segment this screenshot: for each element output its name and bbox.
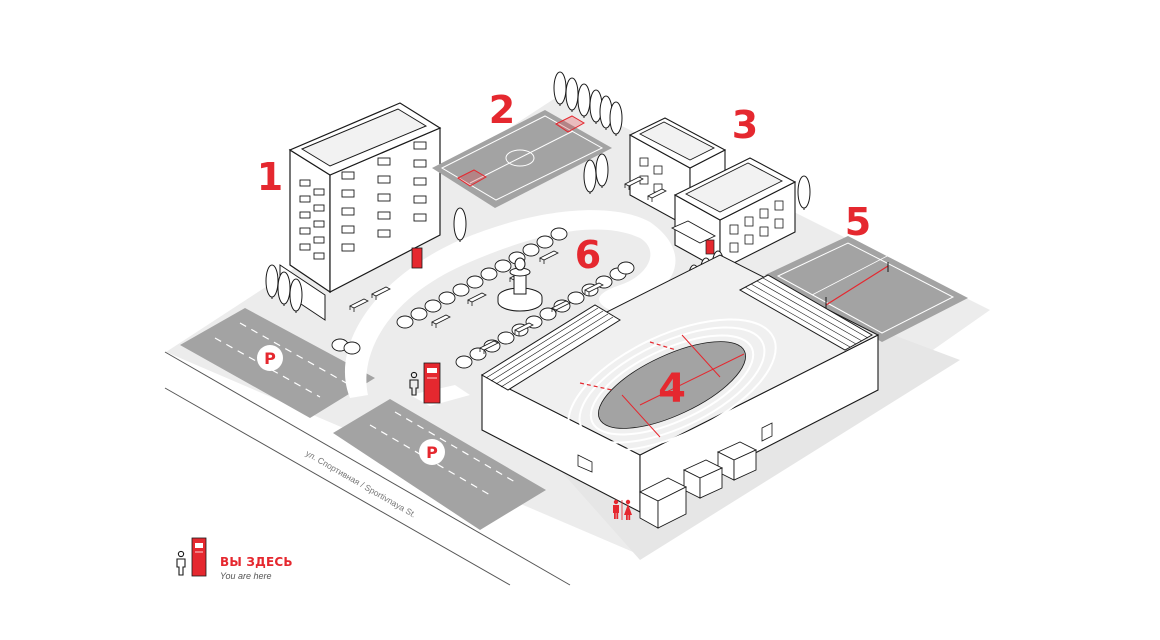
zone-number-4: 4 <box>658 366 686 412</box>
street <box>164 351 571 586</box>
fountain <box>497 257 543 312</box>
parking-marker <box>419 439 445 465</box>
kiosks <box>638 441 758 529</box>
zone-number-2: 2 <box>489 88 515 132</box>
you-are-here-marker <box>409 362 441 404</box>
legend-subtitle: You are here <box>220 571 272 581</box>
building-1 <box>279 102 442 321</box>
legend-title: ВЫ ЗДЕСЬ <box>220 555 293 569</box>
zone-number-3: 3 <box>732 103 758 147</box>
map-legend: ВЫ ЗДЕСЬ You are here <box>172 536 312 588</box>
zone-number-5: 5 <box>845 200 871 244</box>
building-3 <box>628 117 811 271</box>
you-are-here-sign-icon <box>176 537 207 577</box>
parking-lot-upper: P <box>180 308 375 418</box>
stadium <box>480 254 880 513</box>
plaza <box>331 176 667 369</box>
parking-lot-lower: P <box>333 399 546 530</box>
tennis-court <box>765 236 968 342</box>
parking-symbol: P <box>264 349 276 368</box>
restroom-icon <box>613 499 632 520</box>
parking-symbol: P <box>426 443 438 462</box>
zone-number-1: 1 <box>257 155 283 199</box>
football-pitch <box>432 110 612 208</box>
zone-number-6: 6 <box>575 233 601 277</box>
parking-marker <box>257 345 283 371</box>
